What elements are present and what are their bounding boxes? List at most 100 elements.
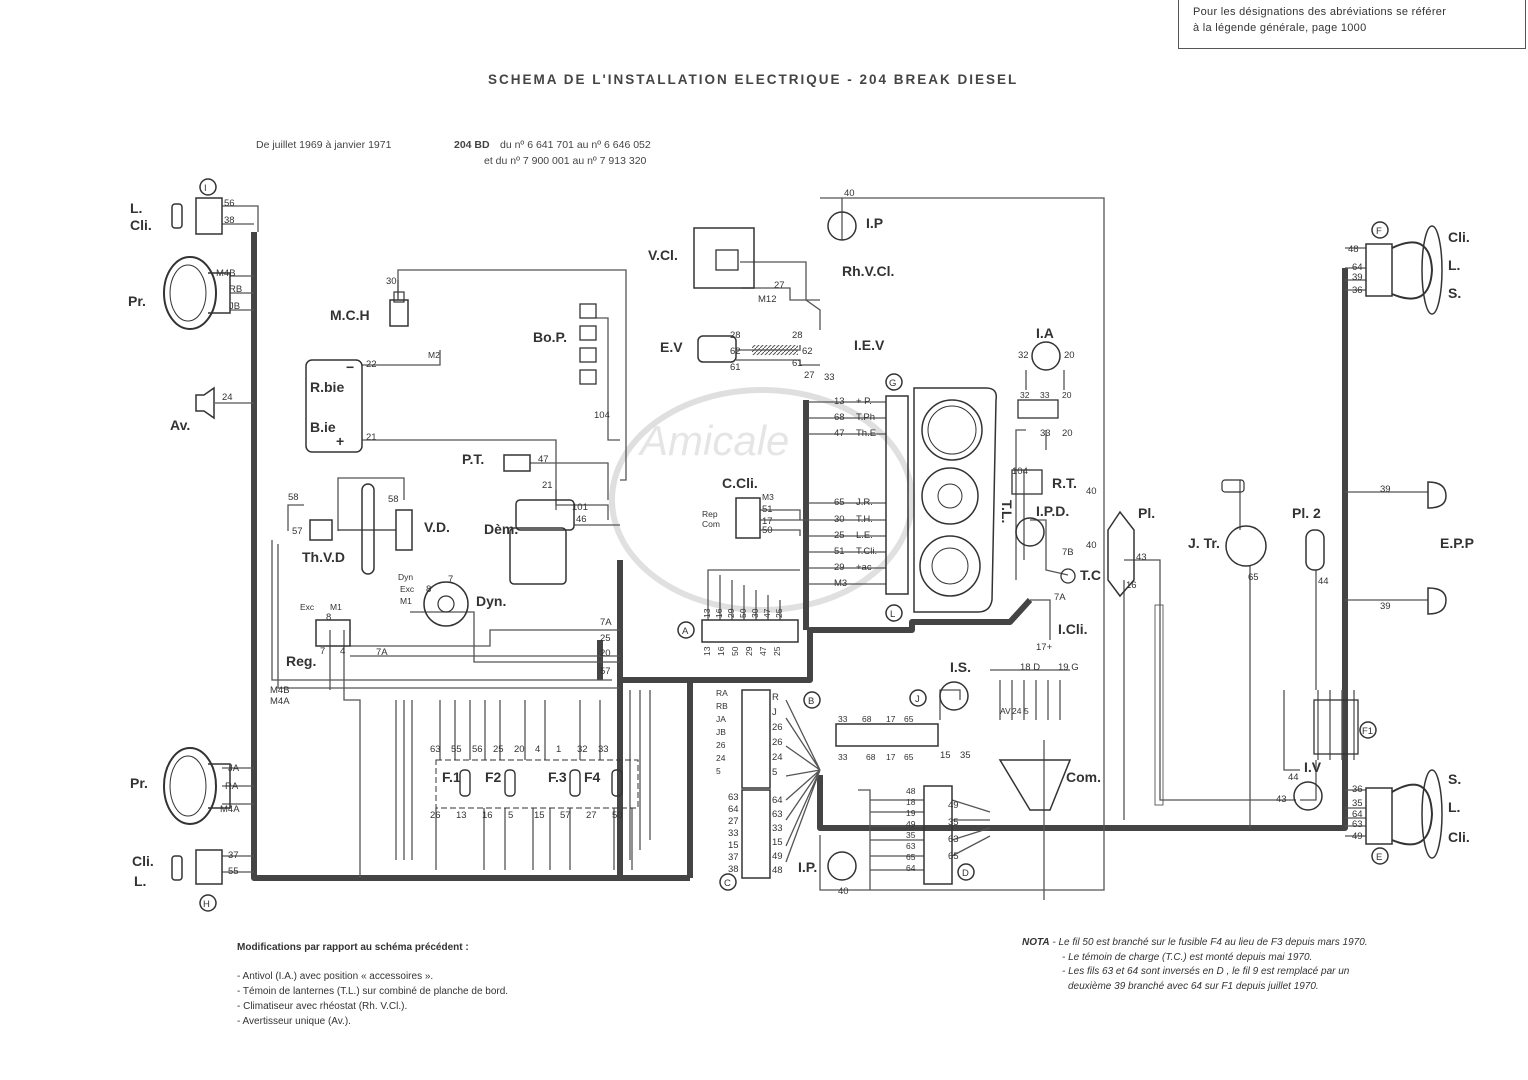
svg-text:5: 5 (1024, 706, 1029, 716)
iv: I.V 44 43 (1276, 759, 1323, 811)
svg-text:20: 20 (1062, 428, 1073, 439)
svg-text:39: 39 (1380, 484, 1391, 495)
gauge-wire-label: + P. (856, 396, 872, 407)
modification-item: - Témoin de lanternes (T.L.) sur combiné… (237, 986, 509, 997)
svg-text:64: 64 (1352, 262, 1363, 273)
svg-text:M4A: M4A (220, 804, 240, 815)
modification-item: - Climatiseur avec rhéostat (Rh. V.Cl.). (237, 1001, 408, 1012)
svg-text:62: 62 (802, 346, 813, 357)
svg-text:36: 36 (1352, 285, 1363, 296)
svg-text:24: 24 (222, 392, 233, 403)
svg-text:68: 68 (866, 752, 876, 762)
l-right-top-label: L. (1448, 257, 1460, 273)
modification-item: - Antivol (I.A.) avec position « accesso… (237, 971, 434, 982)
wire-number: 50 (738, 608, 748, 618)
wire-number: 48 (772, 865, 783, 876)
mch-label: M.C.H (330, 307, 370, 323)
svg-text:4: 4 (340, 646, 345, 657)
dem-label: Dèm. (484, 521, 518, 537)
wire-number: 38 (728, 864, 739, 875)
svg-text:G: G (889, 378, 896, 389)
svg-text:39: 39 (1380, 601, 1391, 612)
svg-text:Rep: Rep (702, 509, 718, 519)
ip-top-label: I.P (866, 215, 883, 231)
wire-number: 26 (430, 810, 441, 821)
svg-text:M1: M1 (330, 602, 342, 612)
nota-item: - Le témoin de charge (T.C.) est monté d… (1062, 951, 1313, 963)
pl2-label: Pl. 2 (1292, 505, 1321, 521)
wire-number: RA (716, 688, 728, 698)
jauge-reservoir: J. Tr. 65 (1188, 479, 1267, 583)
wire-number: 33 (772, 823, 783, 834)
climatiseur: V.Cl. Rh.V.Cl. 27 M12 (648, 227, 894, 305)
svg-text:8: 8 (326, 612, 331, 623)
wire-number: J (772, 707, 777, 718)
svg-text:51: 51 (762, 504, 773, 515)
svg-text:8: 8 (426, 584, 431, 595)
serial-range-2: et du nº 7 900 001 au nº 7 913 320 (484, 155, 647, 167)
svg-text:33: 33 (838, 714, 848, 724)
horn: 24 Av. (170, 386, 233, 433)
vd-label: V.D. (424, 519, 450, 535)
svg-text:33: 33 (838, 752, 848, 762)
wire-number: JB (716, 727, 726, 737)
cli-right-top-label: Cli. (1448, 229, 1470, 245)
wire-number: 18 (906, 797, 916, 807)
wire-number: 56 (472, 744, 483, 755)
speedometer-icon (919, 535, 981, 597)
wire-number: 49 (948, 800, 959, 811)
wire-number: 20 (514, 744, 525, 755)
svg-text:16: 16 (1126, 580, 1137, 591)
iev-label: I.E.V (854, 337, 885, 353)
svg-text:44: 44 (1288, 772, 1299, 783)
svg-text:20: 20 (600, 648, 611, 659)
svg-text:27: 27 (774, 280, 785, 291)
svg-text:44: 44 (1318, 576, 1329, 587)
svg-text:62: 62 (730, 346, 741, 357)
connector-d: D (923, 785, 975, 885)
wire-number: 27 (728, 816, 739, 827)
wire-number: 65 (948, 851, 959, 862)
reg-label: Reg. (286, 653, 316, 669)
svg-text:M1: M1 (400, 596, 412, 606)
left-clignotant-top: I 56 38 L. Cli. (130, 178, 235, 235)
gauge-wire-number: 29 (834, 562, 845, 573)
wire-number: 16 (482, 810, 493, 821)
svg-text:43: 43 (1276, 794, 1287, 805)
svg-text:40: 40 (838, 886, 849, 897)
svg-text:64: 64 (1352, 809, 1363, 820)
svg-text:30: 30 (386, 276, 397, 287)
svg-text:15: 15 (940, 750, 951, 761)
wire-number: 47 (762, 608, 772, 618)
nota-item: - Les fils 63 et 64 sont inversés en D ,… (1062, 966, 1350, 977)
svg-text:M3: M3 (762, 492, 774, 502)
left-headlamp-bottom: JA RA M4A Pr. (130, 747, 240, 825)
wire-number: RB (716, 701, 728, 711)
l-right-bottom-label: L. (1448, 799, 1460, 815)
svg-text:25: 25 (600, 633, 611, 644)
left-clignotant-bottom: 37 55 H Cli. L. (132, 849, 239, 912)
modifications-heading: Modifications par rapport au schéma préc… (237, 942, 469, 953)
svg-text:D: D (962, 868, 969, 879)
vcl-label: V.Cl. (648, 247, 678, 263)
svg-text:28: 28 (792, 330, 803, 341)
watermark: Amicale (609, 387, 915, 613)
svg-text:35: 35 (960, 750, 971, 761)
svg-text:17: 17 (886, 752, 896, 762)
wire-number: 13 (702, 646, 712, 656)
svg-text:E: E (1376, 852, 1382, 863)
svg-text:40: 40 (1086, 540, 1097, 551)
gauge-wire-number: 13 (834, 396, 845, 407)
gauge-wire-label: +ac (856, 562, 872, 573)
date-range: De juillet 1969 à janvier 1971 (256, 139, 392, 151)
svg-text:L: L (890, 609, 895, 620)
gauge-wire-label: T.Ph (856, 412, 875, 423)
icli-label: I.Cli. (1058, 621, 1088, 637)
wire-number: 5 (508, 810, 513, 821)
svg-text:47: 47 (538, 454, 549, 465)
